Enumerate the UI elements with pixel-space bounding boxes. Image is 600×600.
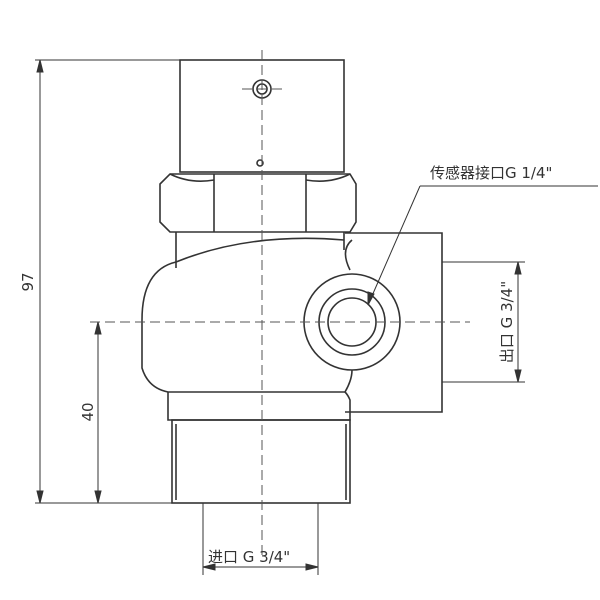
dimension-lines: [35, 59, 598, 575]
inlet-label: 进口 G 3/4": [208, 548, 290, 566]
center-lines: [90, 50, 470, 560]
outlet-label: 出口 G 3/4": [498, 281, 516, 363]
hex-nut: [159, 173, 357, 233]
inlet-thread: [171, 419, 351, 504]
sensor-port-label: 传感器接口G 1/4": [430, 164, 552, 182]
dimension-97: 97: [19, 272, 37, 291]
valve-body: [141, 59, 443, 504]
dimension-40: 40: [79, 402, 97, 421]
